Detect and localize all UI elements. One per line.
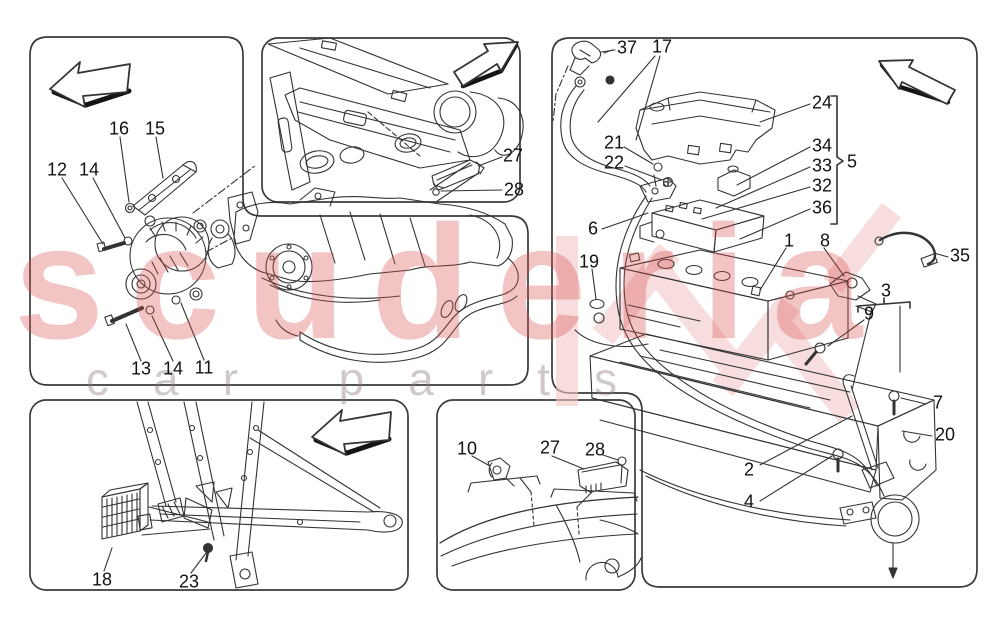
dashboard-drawing [267, 37, 524, 203]
panel-ecu [29, 399, 409, 591]
panel-car [436, 399, 636, 591]
chassis-ecu-drawing [101, 401, 403, 589]
panel-borders [29, 36, 978, 591]
alternator-drawing [61, 136, 519, 363]
direction-arrow-left-ecu-icon [311, 409, 392, 456]
direction-arrow-up-left-icon [878, 59, 956, 105]
battery-drawing [552, 40, 949, 579]
panel-battery [551, 37, 978, 588]
panel-dashboard [261, 37, 521, 203]
direction-arrow-left-icon [49, 61, 132, 108]
car-location-drawing [439, 454, 642, 581]
direction-arrow-up-right-icon [453, 41, 519, 89]
panel-alternator [29, 36, 529, 386]
line-art [49, 37, 956, 589]
direction-arrows [49, 41, 956, 456]
